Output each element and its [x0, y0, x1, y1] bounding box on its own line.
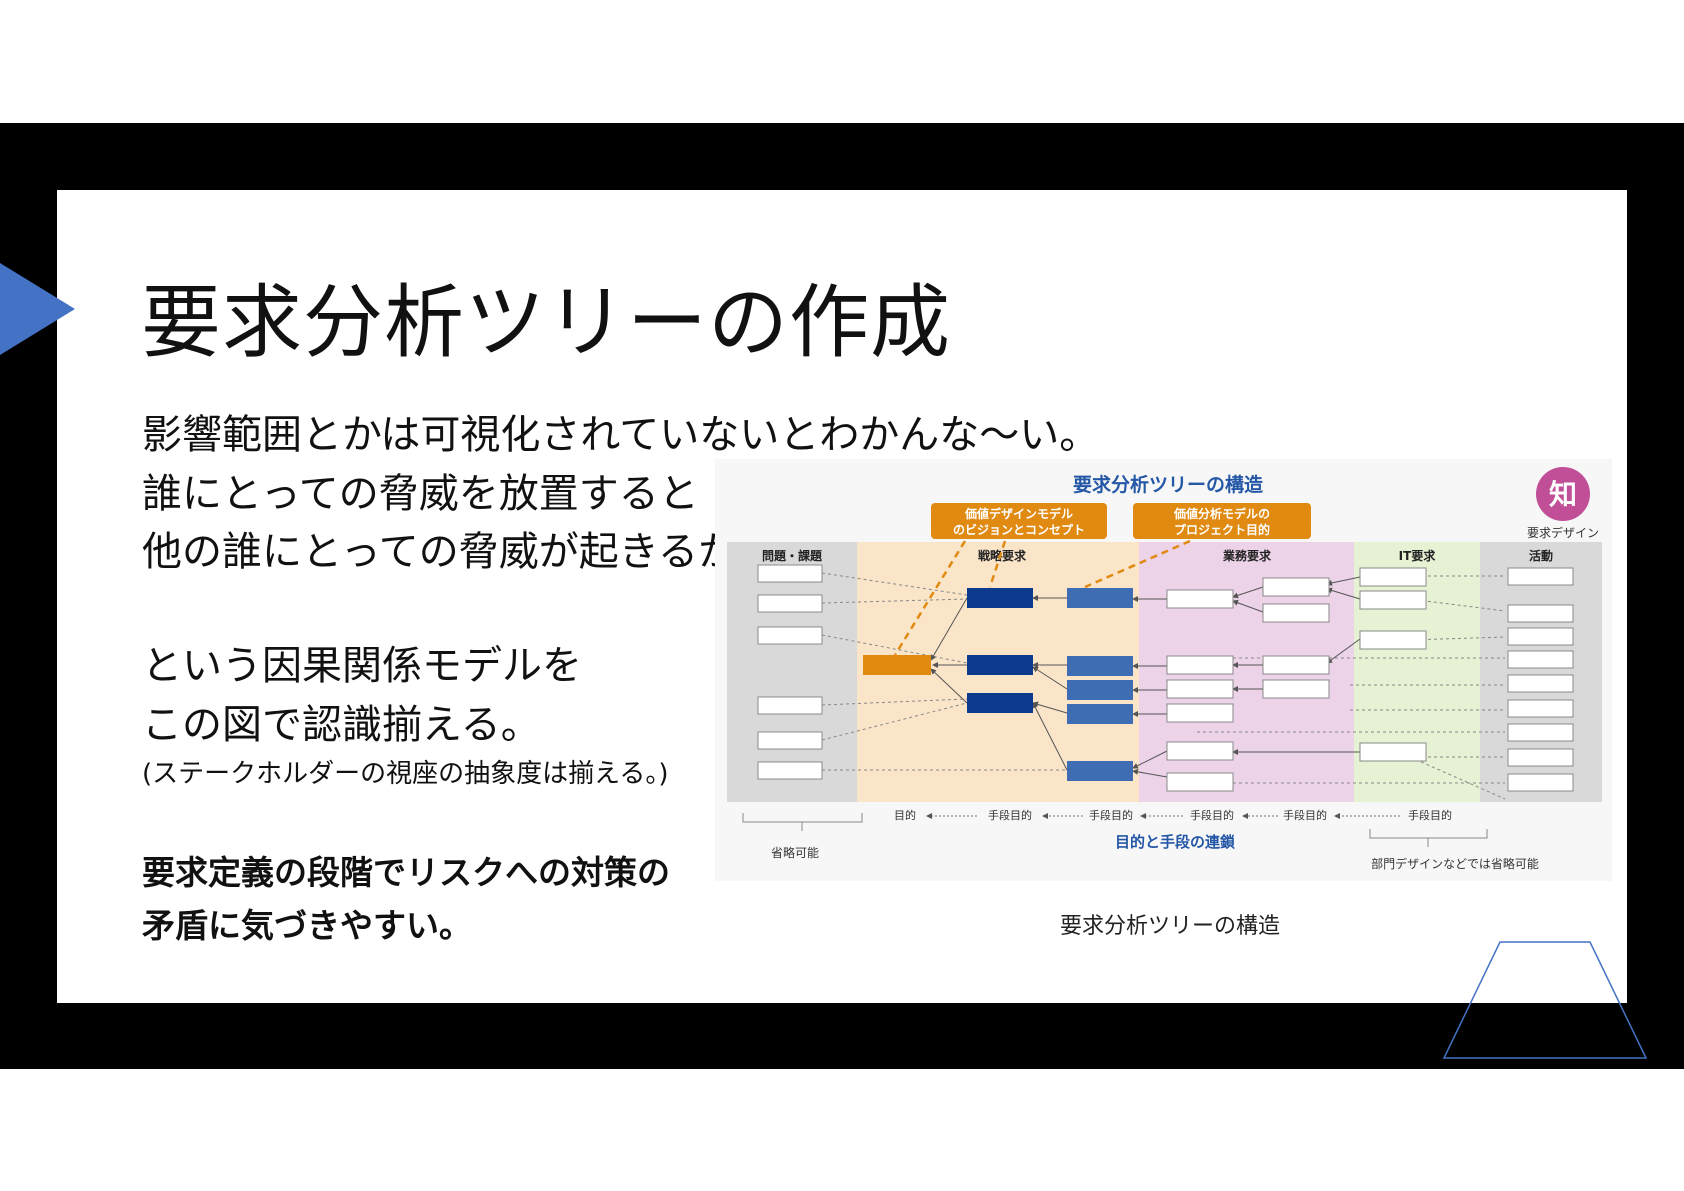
- right-brace: [1369, 829, 1488, 839]
- chain-title: 目的と手段の連鎖: [1115, 833, 1236, 851]
- col-business: 業務要求: [1222, 548, 1272, 563]
- chain-6: 手段目的: [1408, 808, 1452, 822]
- left-brace: [742, 813, 863, 823]
- col-it: IT要求: [1399, 548, 1437, 563]
- tree-arrows: [930, 576, 1361, 778]
- strategy-boxes: [967, 588, 1033, 713]
- figure-title: 要求分析ツリーの構造: [1073, 473, 1264, 496]
- note-text: (ステークホルダーの視座の抽象度は揃える。): [142, 759, 669, 789]
- chain-1: 目的: [894, 808, 916, 822]
- chain-3: 手段目的: [1089, 808, 1133, 822]
- callout-vision: [931, 503, 1107, 539]
- text-line-4: という因果関係モデルを: [142, 643, 582, 689]
- dotted-links: [821, 572, 1506, 800]
- badge-text: 知: [1549, 478, 1577, 511]
- band-problems: [727, 542, 857, 802]
- knowledge-badge-icon: [1536, 467, 1590, 521]
- col-problems: 問題・課題: [762, 548, 823, 563]
- slide-title: 要求分析ツリーの作成: [141, 276, 951, 369]
- empty-boxes: [757, 564, 1574, 792]
- callout-project-line2: プロジェクト目的: [1174, 522, 1270, 537]
- chain-5: 手段目的: [1283, 808, 1327, 822]
- text-line-3: 他の誰にとっての脅威が起きるか: [142, 529, 738, 575]
- chain-4: 手段目的: [1190, 808, 1234, 822]
- col-activity: 活動: [1529, 548, 1553, 563]
- callout-vision-line2: のビジョンとコンセプト: [953, 522, 1085, 537]
- emphasis-line-1: 要求定義の段階でリスクへの対策の: [142, 853, 670, 892]
- callout-links: [893, 539, 1191, 656]
- sub-strategy-boxes: [1067, 588, 1133, 781]
- text-line-2: 誰にとっての脅威を放置すると: [142, 471, 699, 517]
- omit-left: 省略可能: [771, 845, 819, 860]
- goal-box-orange: [863, 655, 931, 675]
- emphasis-line-2: 矛盾に気づきやすい。: [142, 906, 472, 945]
- tree-diagram: 要求分析ツリーの構造 知 要求デザイン 価値デザインモデル のビジョンとコンセプ…: [727, 467, 1602, 871]
- callout-project: [1133, 503, 1311, 539]
- triangle-marker-icon: [0, 263, 75, 355]
- col-strategy: 戦略要求: [978, 548, 1027, 563]
- text-line-5: この図で認識揃える。: [142, 702, 541, 748]
- requirements-tree-figure: 要求分析ツリーの構造 知 要求デザイン 価値デザインモデル のビジョンとコンセプ…: [715, 459, 1612, 881]
- omit-right: 部門デザインなどでは省略可能: [1371, 856, 1539, 871]
- badge-label: 要求デザイン: [1527, 525, 1599, 540]
- figure-caption: 要求分析ツリーの構造: [1060, 914, 1281, 939]
- callout-vision-line1: 価値デザインモデル: [964, 506, 1073, 521]
- chain-2: 手段目的: [988, 808, 1032, 822]
- callout-project-line1: 価値分析モデルの: [1173, 506, 1270, 521]
- triangle-outline-icon: [1442, 941, 1648, 1059]
- text-line-1: 影響範囲とかは可視化されていないとわかんな〜い。: [142, 412, 1100, 458]
